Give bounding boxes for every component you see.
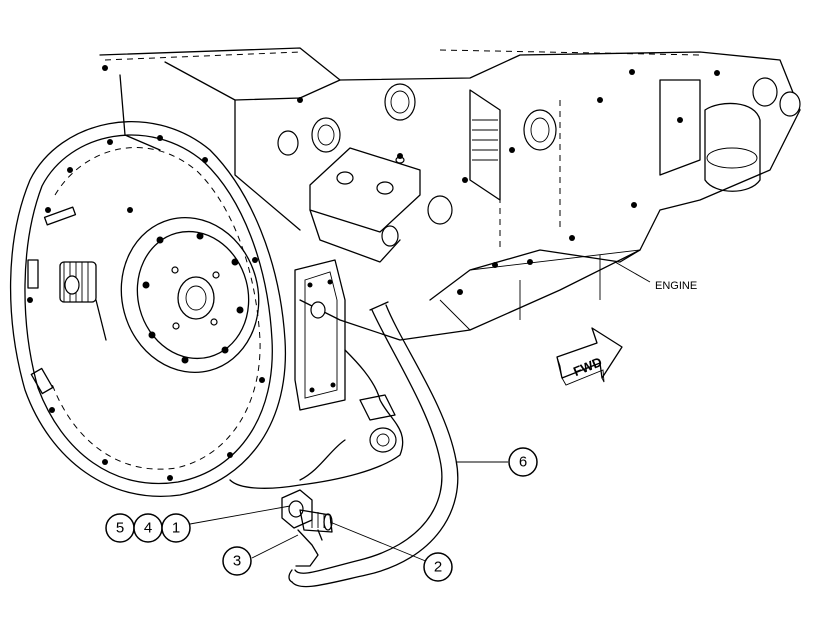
flywheel-housing — [9, 121, 287, 497]
hose-6 — [288, 301, 459, 588]
callout-2: 2 — [423, 552, 453, 582]
engine-label: ENGINE — [655, 280, 697, 292]
callout-4: 4 — [133, 513, 163, 543]
callout-6-number: 6 — [519, 454, 527, 471]
fwd-arrow-icon — [556, 327, 623, 386]
gear-housing-plate — [294, 259, 346, 411]
engine-callout — [614, 261, 651, 283]
callout-3-number: 3 — [233, 553, 241, 570]
engine-block — [99, 47, 801, 341]
callout-leaders — [189, 461, 508, 563]
callout-5-number: 5 — [116, 520, 124, 537]
fwd-label: FWD — [571, 354, 604, 379]
callout-1-number: 1 — [172, 520, 180, 537]
callout-6: 6 — [508, 447, 538, 477]
callout-4-number: 4 — [144, 520, 152, 537]
fitting-assembly — [281, 489, 333, 567]
callout-5: 5 — [105, 513, 135, 543]
callout-3: 3 — [222, 546, 252, 576]
callout-2-number: 2 — [434, 559, 442, 576]
lower-bracket — [229, 349, 404, 489]
callout-1: 1 — [161, 513, 191, 543]
starter-gear — [59, 261, 107, 341]
flywheel — [120, 216, 260, 374]
